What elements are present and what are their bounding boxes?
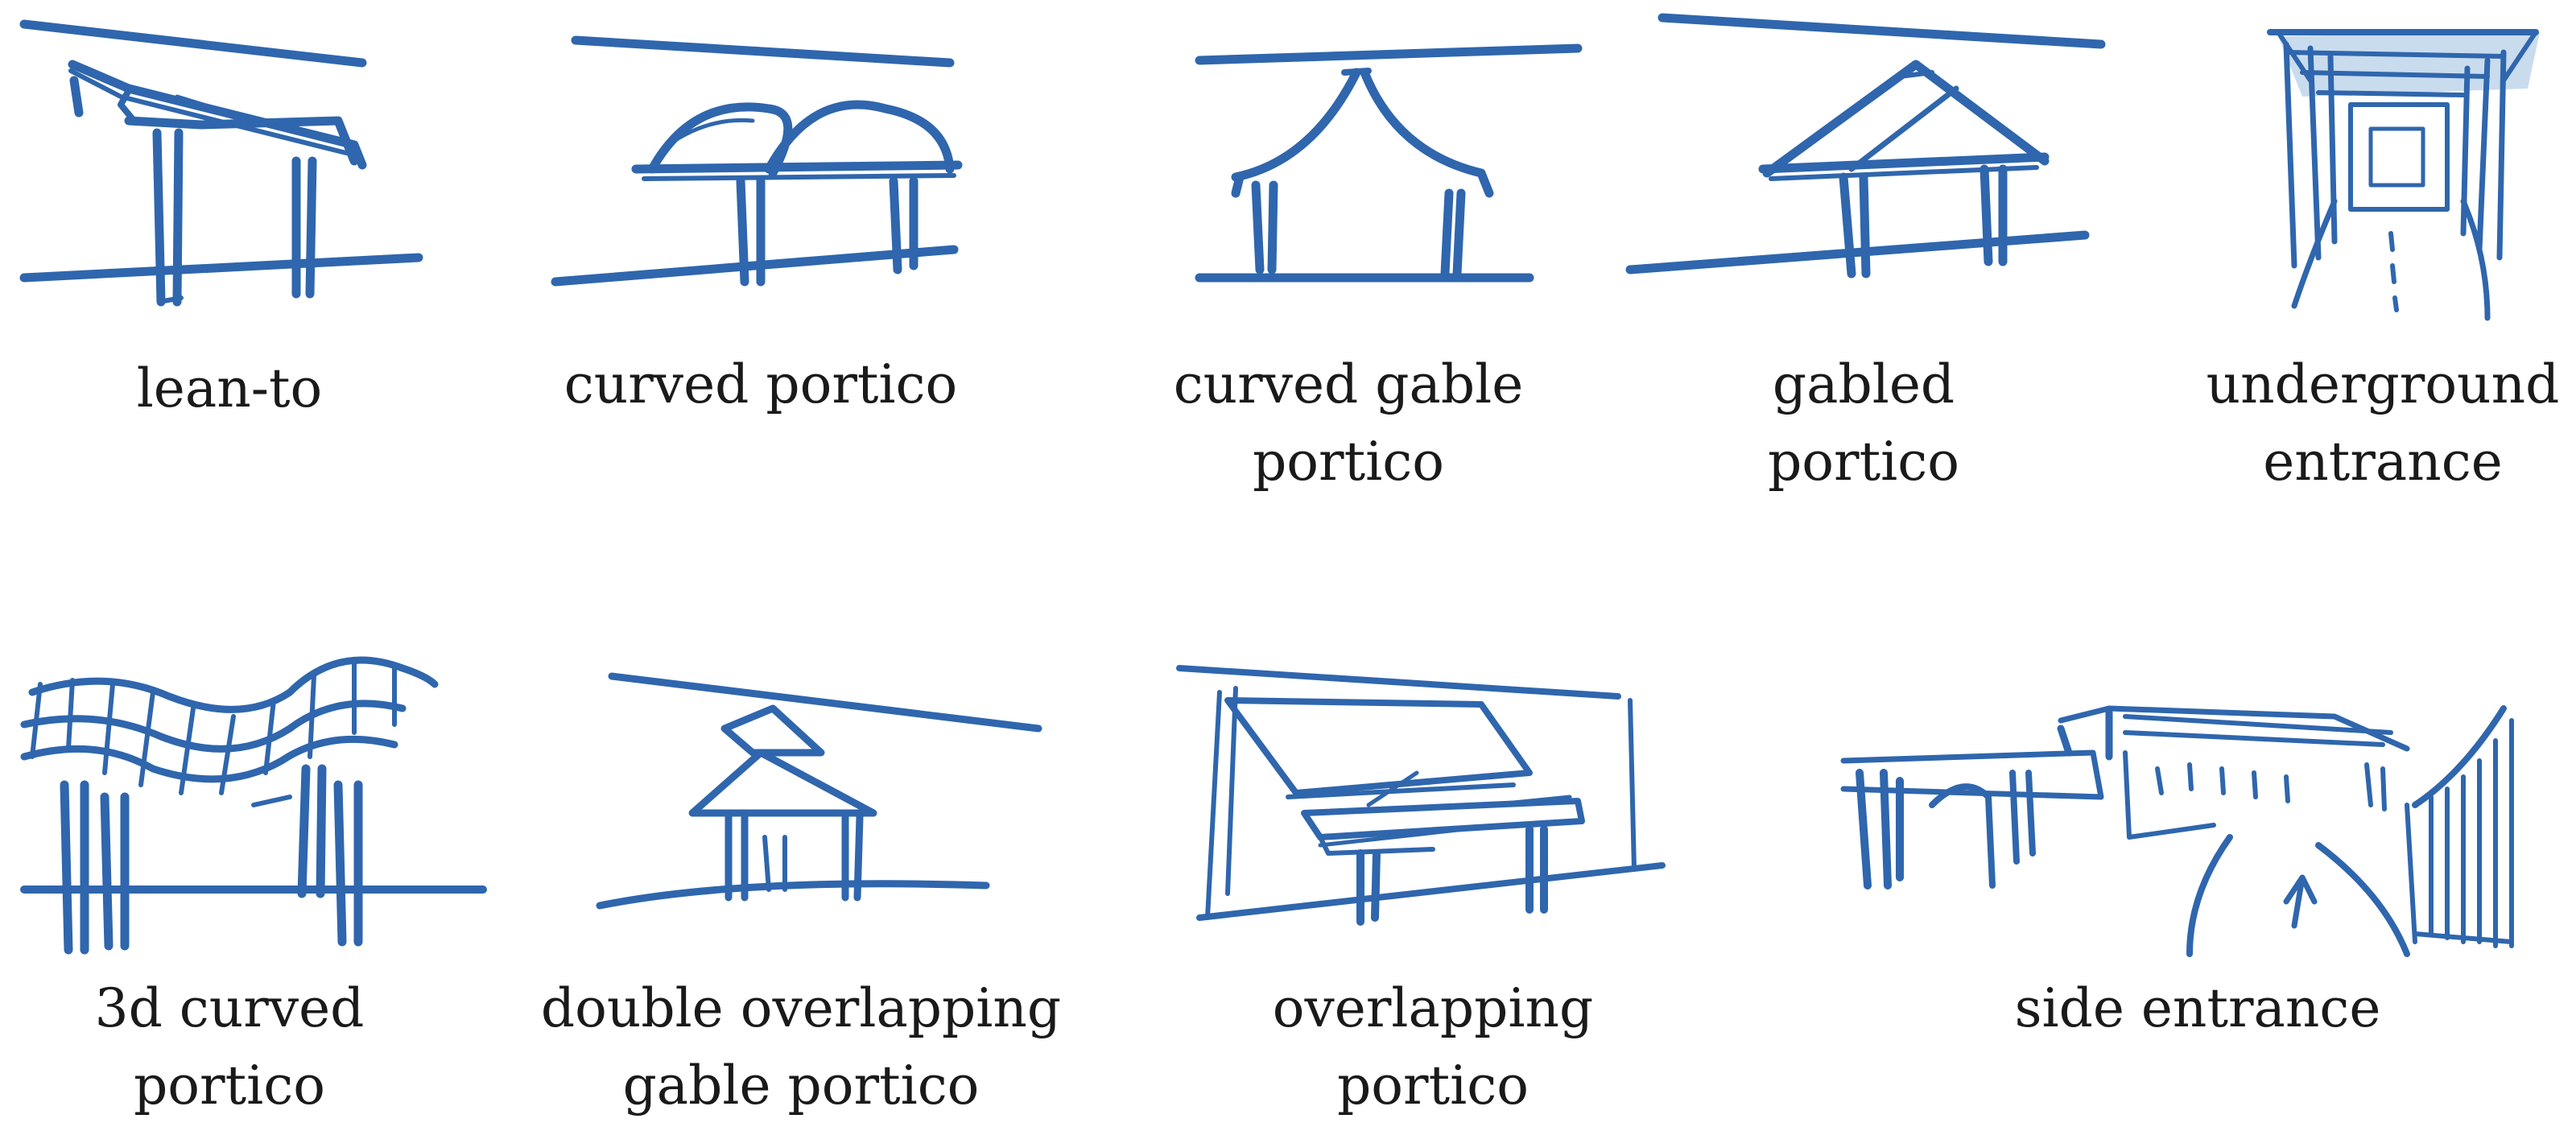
caption-line: curved gable (1173, 353, 1524, 415)
caption-line: double overlapping (540, 977, 1062, 1039)
caption-line: curved portico (564, 353, 958, 415)
caption-overlapping-portico: overlapping portico (1111, 970, 1755, 1125)
caption-line: portico (1337, 1055, 1529, 1117)
caption-line: portico (1253, 431, 1444, 493)
caption-curved-portico: curved portico (439, 346, 1083, 423)
caption-line: lean-to (136, 357, 323, 419)
caption-line: gable portico (622, 1055, 980, 1117)
caption-side-entrance: side entrance (1876, 970, 2520, 1047)
curved-portico-sketch-icon (551, 35, 963, 287)
caption-curved-gable-portico: curved gable portico (1026, 346, 1670, 501)
lean-to-sketch-icon (19, 19, 423, 307)
underground-entrance-sketch-icon (2267, 29, 2540, 321)
caption-underground-entrance: underground entrance (2061, 346, 2576, 501)
caption-line: underground (2206, 353, 2560, 415)
gabled-portico-sketch-icon (1625, 13, 2106, 279)
caption-line: entrance (2263, 431, 2503, 493)
caption-line: portico (1768, 431, 1959, 493)
caption-gabled-portico: gabled portico (1542, 346, 2186, 501)
caption-double-overlapping-gable-portico: double overlapping gable portico (479, 970, 1123, 1125)
curved-gable-portico-sketch-icon (1195, 43, 1583, 283)
side-entrance-sketch-icon (1840, 705, 2514, 957)
caption-line: gabled (1772, 353, 1955, 415)
3d-curved-portico-sketch-icon (20, 656, 487, 955)
caption-line: portico (134, 1055, 325, 1117)
double-overlapping-gable-portico-sketch-icon (596, 672, 1042, 910)
caption-line: 3d curved (94, 977, 365, 1039)
caption-line: overlapping (1272, 977, 1594, 1039)
caption-lean-to: lean-to (0, 350, 551, 427)
overlapping-portico-sketch-icon (1176, 665, 1666, 926)
caption-line: side entrance (2014, 977, 2381, 1039)
caption-3d-curved-portico: 3d curved portico (0, 970, 551, 1125)
